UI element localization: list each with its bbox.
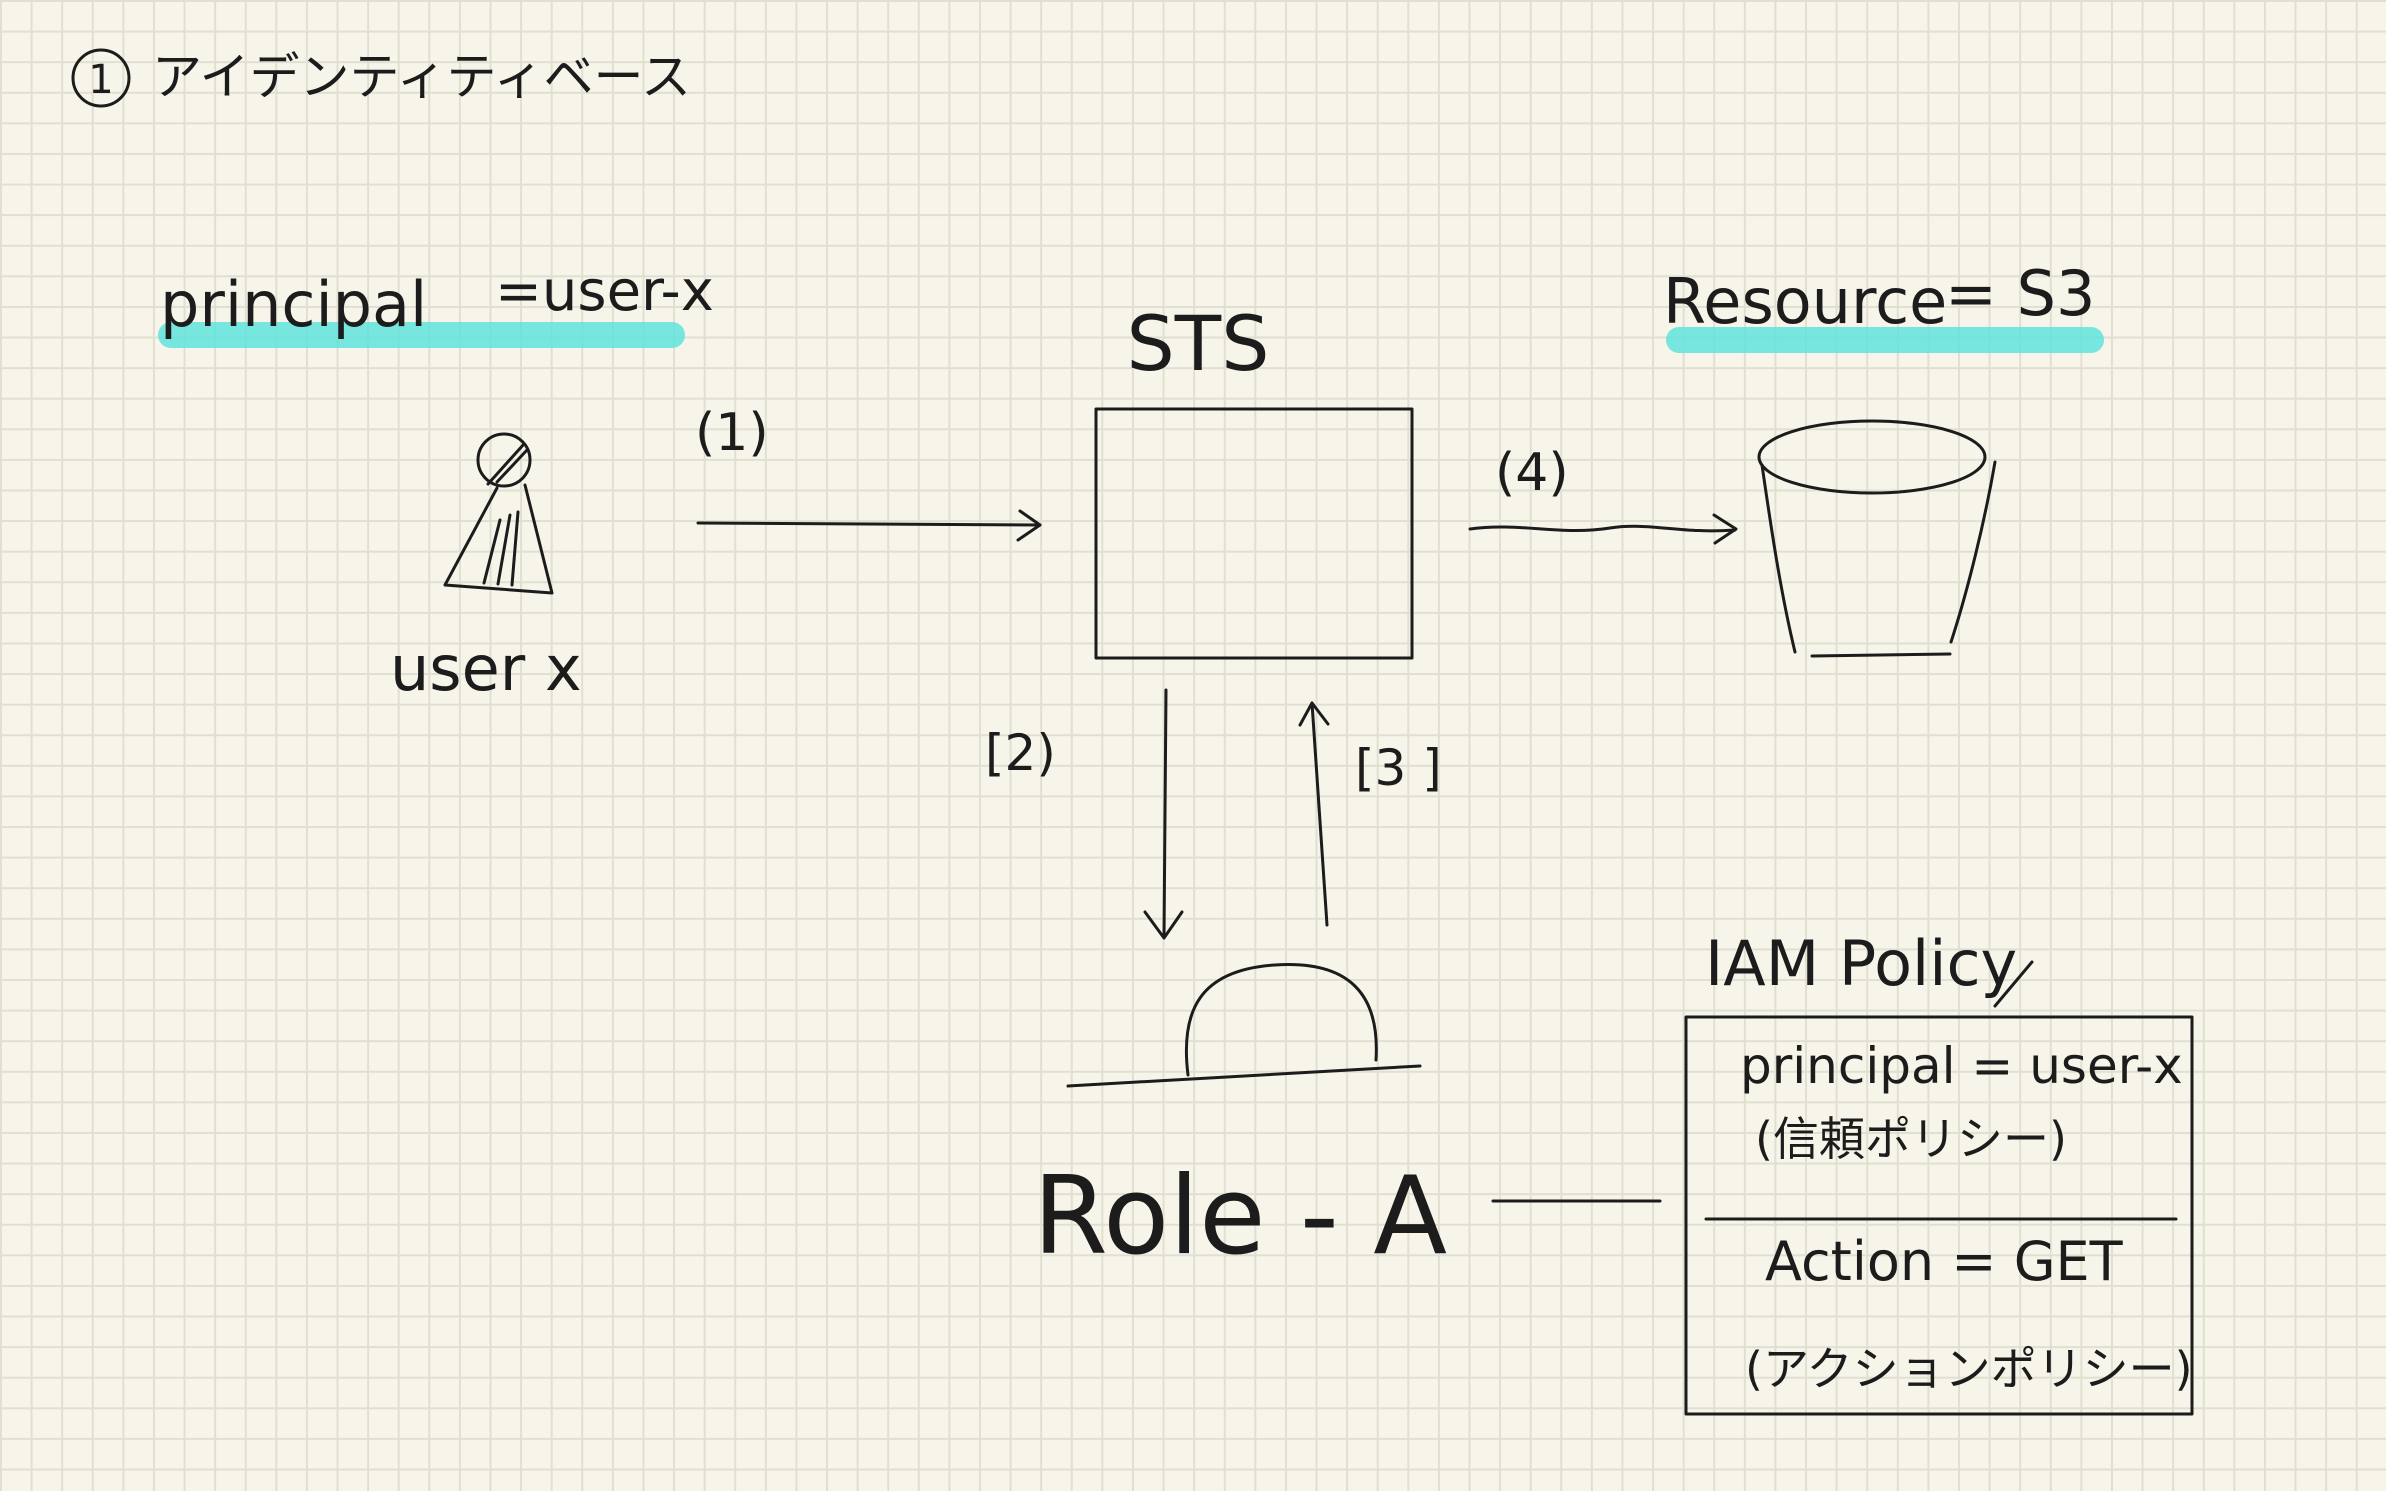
- principal-label: principal =user-x: [158, 259, 714, 348]
- policy-action-line: Action = GET: [1765, 1230, 2124, 1293]
- number-circle-icon: [71, 48, 131, 108]
- role-label: Role - A: [1033, 1154, 1447, 1279]
- resource-highlight: [1666, 327, 2104, 353]
- policy-trust-note: (信頼ポリシー): [1755, 1112, 2067, 1166]
- policy-box: [1684, 1015, 2194, 1416]
- heading-title: アイデンティティベース: [152, 48, 691, 106]
- arrowhead-icon: [1712, 513, 1738, 545]
- step-3: [3 ]: [1298, 701, 1442, 927]
- role-node: Role - A: [1033, 963, 1447, 1279]
- sts-box: [1094, 407, 1414, 660]
- sts-node: STS: [1094, 299, 1414, 660]
- step-4-label: (4): [1495, 443, 1569, 503]
- role-hat-icon: [1066, 963, 1422, 1088]
- s3-bucket-icon: [1757, 419, 1997, 658]
- policy-action-note: (アクションポリシー): [1745, 1342, 2193, 1396]
- policy-trust-line: principal = user-x: [1740, 1037, 2183, 1095]
- resource-value: = S3: [1945, 257, 2095, 330]
- sts-label: STS: [1127, 299, 1270, 388]
- principal-value: =user-x: [495, 259, 714, 324]
- iam-policy: IAM Policy principal = user-x (信頼ポリシー) A…: [1684, 927, 2194, 1416]
- resource-text: Resource: [1663, 265, 1947, 338]
- heading: 1 アイデンティティベース: [71, 48, 691, 108]
- resource-label: Resource = S3: [1663, 257, 2104, 353]
- heading-number: 1: [88, 57, 113, 103]
- user-node: user x: [390, 432, 582, 705]
- arrowhead-icon: [1298, 701, 1330, 727]
- step-2: [2): [985, 688, 1184, 940]
- step-1-label: (1): [695, 403, 769, 463]
- arrowhead-icon: [1143, 910, 1184, 940]
- step-4: (4): [1468, 443, 1738, 545]
- step-2-label: [2): [985, 724, 1056, 782]
- step-3-label: [3 ]: [1355, 739, 1442, 797]
- policy-title: IAM Policy: [1705, 927, 2017, 1000]
- step-1: (1): [695, 403, 1042, 542]
- user-icon: [443, 432, 554, 595]
- arrowhead-icon: [1016, 509, 1042, 542]
- principal-highlight: [158, 322, 685, 348]
- principal-text: principal: [160, 268, 427, 341]
- user-label: user x: [390, 632, 582, 705]
